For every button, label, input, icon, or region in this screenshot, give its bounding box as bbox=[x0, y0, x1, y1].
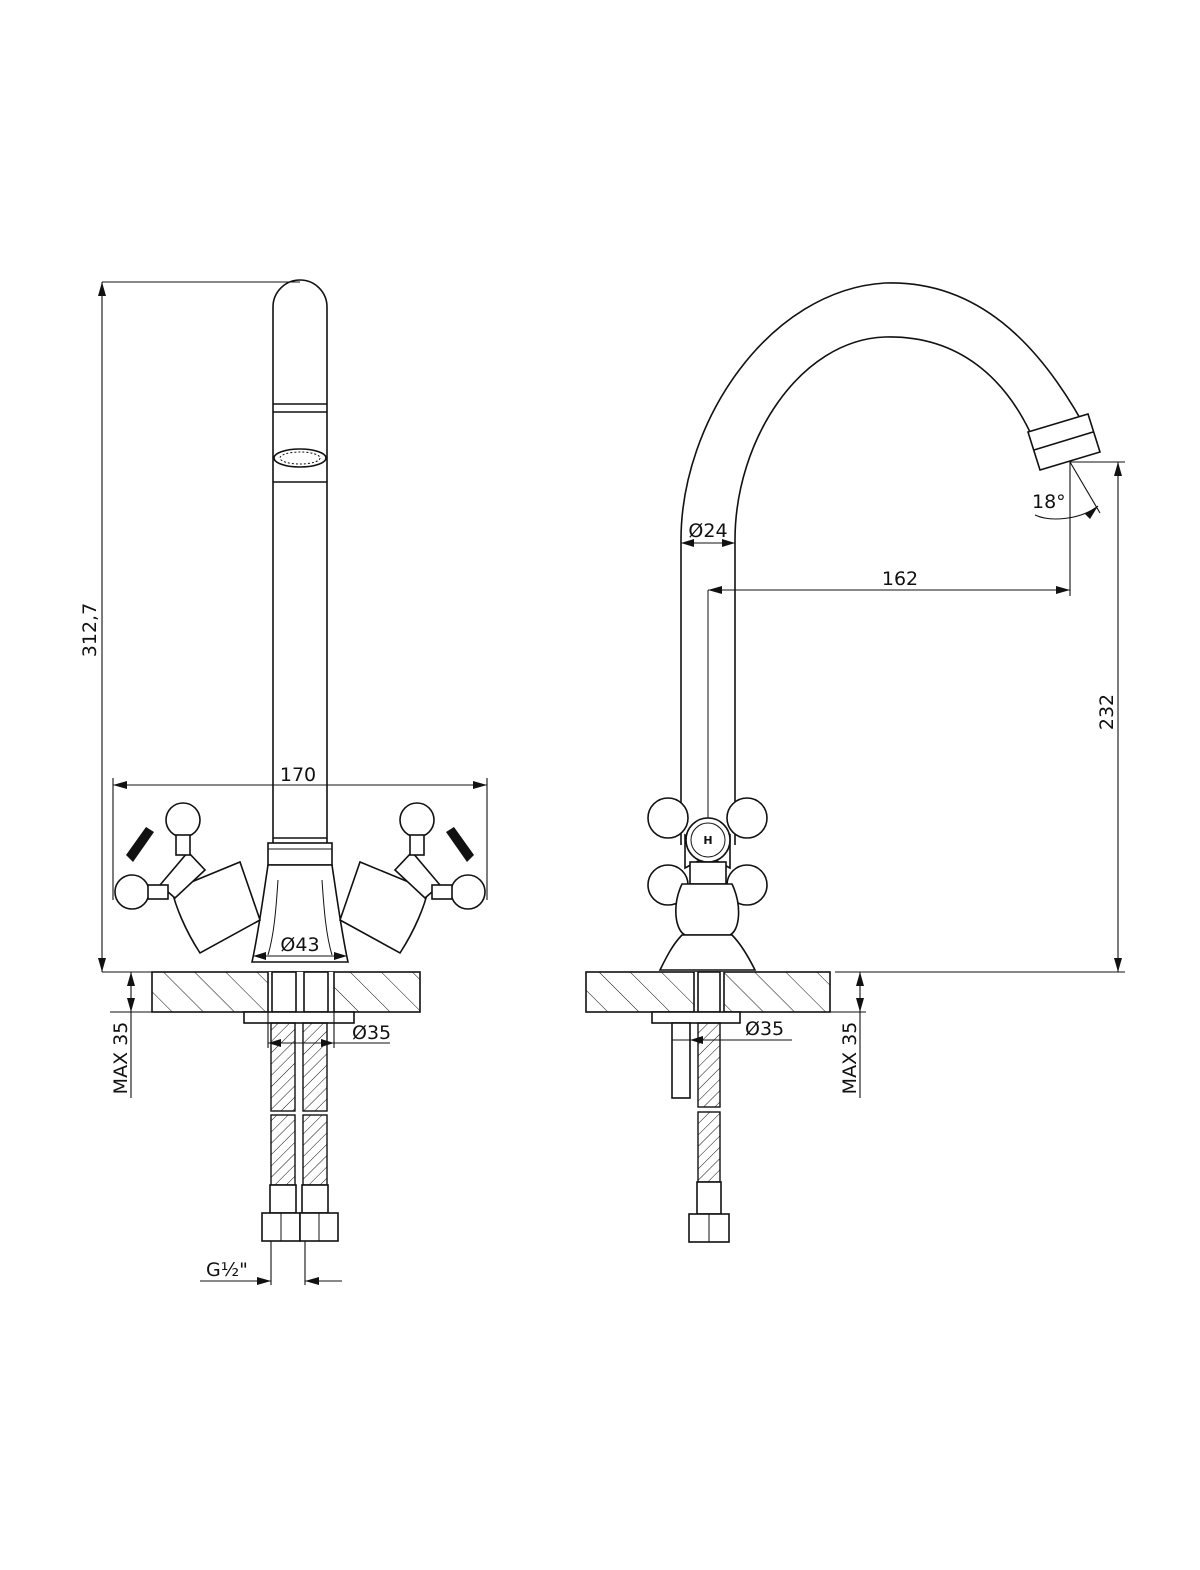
label-spout-reach: 162 bbox=[882, 568, 918, 590]
front-spout-tube bbox=[272, 279, 328, 843]
side-cross-handle: H bbox=[647, 797, 768, 906]
label-thread: G½" bbox=[206, 1259, 248, 1281]
hot-mark-icon: H bbox=[703, 834, 712, 847]
front-dimension-lines bbox=[98, 281, 488, 1285]
front-left-handle-knob-top bbox=[165, 802, 201, 838]
front-right-valve bbox=[339, 802, 486, 955]
side-flexible-hose bbox=[688, 1022, 730, 1243]
front-left-handle-knob-bottom bbox=[114, 874, 150, 910]
label-total-height: 312,7 bbox=[79, 603, 101, 657]
label-max-thickness-side: MAX 35 bbox=[839, 1022, 861, 1095]
label-base-diameter: Ø43 bbox=[280, 934, 319, 956]
front-valve-body bbox=[251, 864, 349, 963]
front-right-handle-knob-top bbox=[399, 802, 435, 838]
side-dimension-lines bbox=[672, 461, 1125, 1098]
aerator-icon bbox=[273, 448, 327, 468]
front-left-valve bbox=[114, 802, 261, 955]
label-handle-span: 170 bbox=[280, 764, 316, 786]
front-mounting-plate bbox=[243, 1011, 355, 1024]
label-spout-height: 232 bbox=[1096, 694, 1118, 730]
label-spout-diameter: Ø24 bbox=[688, 520, 727, 542]
side-view: H bbox=[585, 282, 1125, 1243]
label-hole-diameter-front: Ø35 bbox=[352, 1022, 391, 1044]
label-hole-diameter-side: Ø35 bbox=[745, 1018, 784, 1040]
front-flexible-hoses bbox=[261, 1022, 339, 1242]
side-mounting-plate bbox=[651, 1011, 741, 1024]
side-valve-body bbox=[675, 883, 740, 936]
label-max-thickness-front: MAX 35 bbox=[110, 1022, 132, 1095]
front-right-handle-knob-bottom bbox=[450, 874, 486, 910]
side-spout-tip bbox=[1026, 413, 1102, 471]
front-view: 312,7 170 Ø43 Ø35 MAX 35 G½" bbox=[79, 279, 488, 1285]
side-gooseneck-spout bbox=[680, 282, 1093, 845]
label-spout-angle: 18° bbox=[1032, 491, 1066, 513]
front-collar bbox=[267, 842, 333, 866]
